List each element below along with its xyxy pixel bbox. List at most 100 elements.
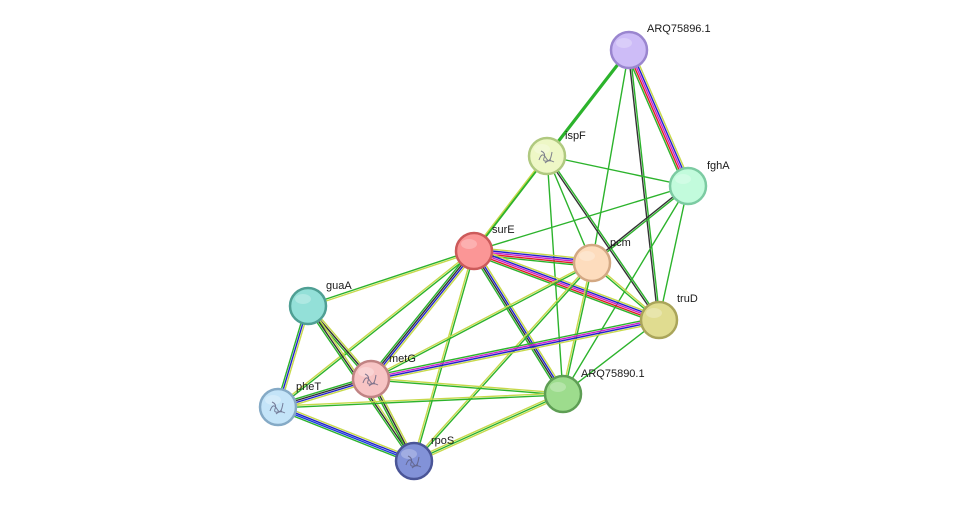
edge-channel-neighborhood (473, 185, 689, 252)
edge-channel-experiments (473, 250, 593, 264)
edge-ispf-pcm[interactable] (546, 155, 593, 264)
protein-structure-icon (405, 455, 422, 469)
edge-arq75896-1-pcm[interactable] (591, 49, 630, 264)
edge-ispf-trud[interactable] (545, 154, 661, 322)
node-circle[interactable] (668, 166, 708, 206)
edge-channel-neighborhood (563, 262, 594, 395)
node-metg[interactable]: metG (351, 353, 416, 399)
edge-channel-neighborhood (546, 155, 564, 395)
edge-metg-arq75890-1[interactable] (370, 377, 564, 396)
edge-rpos-arq75890-1[interactable] (412, 391, 565, 464)
node-circle[interactable] (609, 30, 649, 70)
node-fgha[interactable]: fghA (668, 160, 730, 206)
edge-pcm-arq75890-1[interactable] (561, 262, 594, 395)
edge-channel-neighborhood (369, 316, 660, 378)
edge-arq75896-1-trud[interactable] (627, 49, 661, 321)
node-highlight (534, 144, 550, 154)
edge-sure-rpos[interactable] (412, 250, 476, 462)
node-highlight (579, 251, 595, 261)
edge-trud-metg[interactable] (369, 316, 661, 383)
node-circle[interactable] (639, 300, 679, 340)
protein-structure-icon (538, 150, 555, 164)
edge-channel-textmining (370, 377, 564, 394)
node-rpos[interactable]: rpoS (394, 435, 454, 481)
edge-channel-neighborhood (277, 394, 564, 409)
edge-channel-neighborhood (546, 155, 593, 264)
edge-channel-database (473, 248, 661, 320)
node-highlight (675, 174, 691, 184)
edge-sure-arq75890-1[interactable] (471, 248, 566, 397)
edge-channel-neighborhood (413, 393, 564, 462)
edge-channel-textmining (412, 250, 474, 462)
edge-fgha-trud[interactable] (658, 185, 689, 321)
node-label: surE (492, 224, 515, 236)
edge-pcm-metg[interactable] (369, 261, 594, 381)
edge-phet-arq75890-1[interactable] (277, 392, 564, 409)
node-arq75890-1[interactable]: ARQ75890.1 (543, 368, 645, 414)
edge-arq75896-1-ispf[interactable] (545, 48, 631, 158)
edge-channel-neighborhood (370, 379, 564, 396)
node-label: rpoS (431, 435, 454, 447)
edge-arq75896-1-fgha[interactable] (624, 47, 693, 189)
nodes-layer: ARQ75896.1 ispF fghA surE pcm truD guaA metG ARQ… (258, 23, 730, 481)
node-circle[interactable] (527, 136, 567, 176)
node-circle[interactable] (543, 374, 583, 414)
node-circle[interactable] (572, 243, 612, 283)
node-circle[interactable] (394, 441, 434, 481)
node-circle[interactable] (288, 286, 328, 326)
node-label: truD (677, 293, 698, 305)
edge-pcm-rpos[interactable] (412, 261, 594, 463)
edge-sure-trud[interactable] (472, 246, 661, 325)
node-trud[interactable]: truD (639, 293, 698, 340)
edge-channel-neighborhood (547, 49, 631, 158)
edge-sure-metg[interactable] (368, 248, 477, 382)
edge-channel-coexpression (590, 184, 689, 263)
edge-fgha-pcm[interactable] (590, 184, 690, 265)
edge-channel-fusion (472, 251, 660, 323)
edge-ispf-arq75890-1[interactable] (546, 155, 564, 395)
edge-channel-cooccurrence (276, 407, 415, 463)
edge-channel-textmining (412, 261, 593, 462)
edge-channel-neighborhood (624, 50, 686, 189)
node-guaa[interactable]: guaA (288, 280, 352, 326)
edge-channel-neighborhood (472, 253, 659, 325)
edge-ispf-fgha[interactable] (546, 155, 689, 187)
edge-channel-textmining (474, 246, 661, 318)
node-highlight (295, 294, 311, 304)
node-ispf[interactable]: ispF (527, 130, 586, 176)
edge-channel-textmining (278, 403, 416, 460)
edge-channel-neighborhood (471, 251, 562, 397)
edge-sure-phet[interactable] (276, 249, 476, 409)
edge-channel-textmining (372, 251, 477, 382)
edge-channel-neighborhood (370, 263, 594, 381)
edge-channel-fusion (626, 50, 688, 188)
edge-channel-textmining (369, 261, 593, 379)
edge-sure-guaa[interactable] (307, 249, 475, 308)
node-highlight (616, 38, 632, 48)
edge-channel-database (277, 405, 416, 461)
node-circle[interactable] (454, 231, 494, 271)
node-highlight (550, 382, 566, 392)
node-circle[interactable] (258, 387, 298, 427)
node-arq75896-1[interactable]: ARQ75896.1 (609, 23, 711, 70)
edge-channel-textmining (370, 321, 661, 383)
edge-channel-database (371, 250, 476, 381)
node-phet[interactable]: pheT (258, 381, 321, 427)
node-label: ispF (565, 130, 586, 142)
node-sure[interactable]: surE (454, 224, 515, 271)
edge-channel-database (474, 249, 565, 395)
node-highlight (461, 239, 477, 249)
edge-phet-rpos[interactable] (276, 403, 416, 465)
node-circle[interactable] (351, 359, 391, 399)
edge-channel-textmining (561, 262, 592, 395)
node-label: fghA (707, 160, 730, 172)
node-label: guaA (326, 280, 352, 292)
edge-channel-neighborhood (413, 262, 594, 463)
edge-channel-neighborhood (591, 49, 630, 264)
edge-fgha-sure[interactable] (473, 185, 689, 252)
edge-trud-arq75890-1[interactable] (562, 319, 660, 395)
node-pcm[interactable]: pcm (572, 237, 631, 283)
edge-ispf-sure[interactable] (472, 154, 549, 253)
edge-channel-neighborhood (276, 408, 414, 465)
